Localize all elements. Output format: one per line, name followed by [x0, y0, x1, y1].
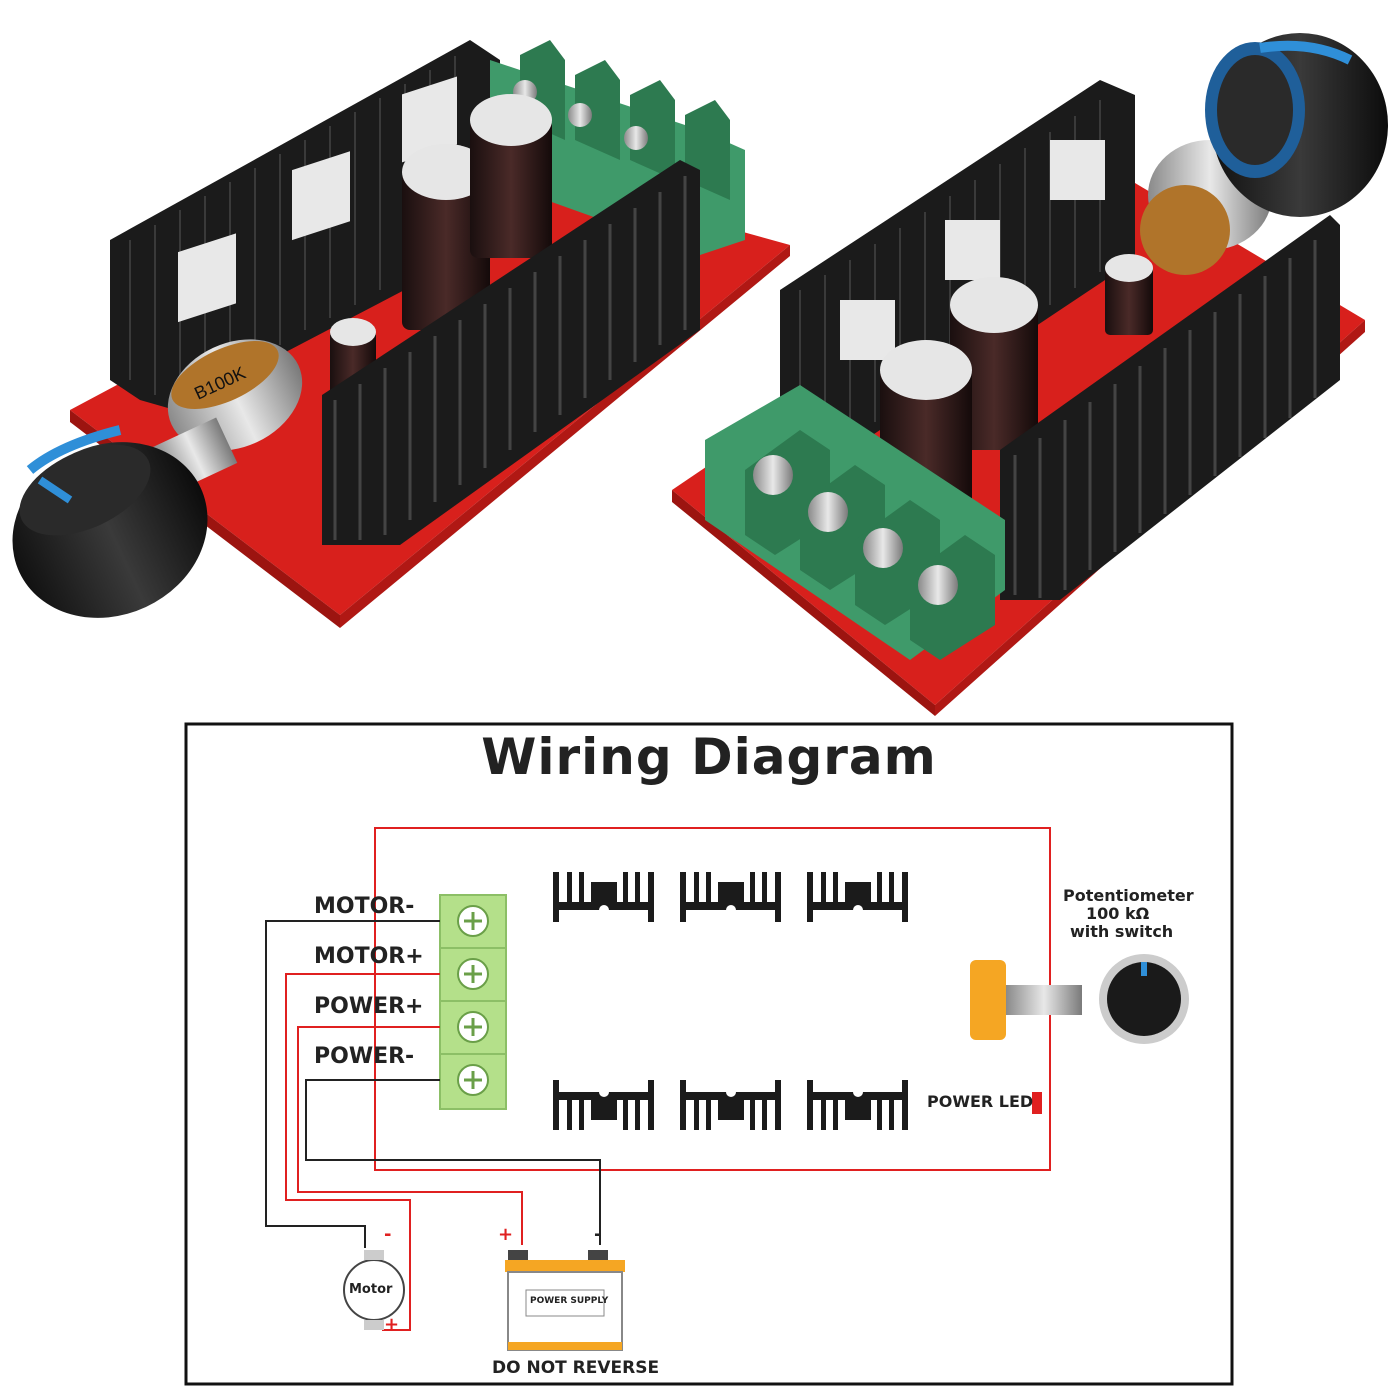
wire-power-minus	[305, 1079, 601, 1245]
motor-label: Motor	[349, 1282, 393, 1297]
motor-plus-sign: +	[384, 1314, 400, 1335]
potentiometer-label-line2: 100 kΩ	[1086, 904, 1150, 923]
do-not-reverse-warning: DO NOT REVERSE	[492, 1358, 660, 1378]
wire-motor-minus	[265, 920, 440, 1248]
left-back-heatsinks	[110, 40, 500, 410]
right-terminal-block	[705, 385, 1005, 660]
power-supply-plus-sign: +	[498, 1224, 514, 1245]
right-knob	[1205, 33, 1388, 217]
motor-minus-sign: -	[384, 1224, 392, 1245]
bottom-heatsink-symbols	[553, 1080, 908, 1130]
terminal-label-motor-plus: MOTOR+	[314, 944, 424, 969]
motor-symbol	[343, 1250, 405, 1330]
terminal-label-power-plus: POWER+	[314, 994, 424, 1019]
terminal-screw-4	[457, 1064, 489, 1096]
left-board-photo: B100K	[12, 40, 790, 628]
terminal-label-power-minus: POWER-	[314, 1044, 415, 1069]
right-board-photo	[672, 33, 1388, 716]
wires	[265, 920, 601, 1331]
power-supply-symbol	[505, 1250, 625, 1351]
left-knob	[12, 425, 208, 618]
terminal-screw-1	[457, 905, 489, 937]
power-led	[1032, 1092, 1042, 1114]
left-capacitors	[330, 94, 552, 400]
wire-power-plus	[297, 1026, 523, 1245]
potentiometer-label-line1: Potentiometer	[1063, 886, 1194, 905]
terminal-label-motor-minus: MOTOR-	[314, 894, 415, 919]
right-front-heatsink	[1000, 215, 1340, 600]
potentiometer-label-line3: with switch	[1070, 922, 1174, 941]
power-supply-label: POWER SUPPLY	[530, 1296, 609, 1306]
terminal-screw-2	[457, 958, 489, 990]
wire-motor-plus	[285, 973, 440, 1331]
power-supply-minus-sign: -	[594, 1224, 602, 1245]
terminal-screw-3	[457, 1011, 489, 1043]
wiring-diagram	[184, 722, 1234, 1386]
power-led-label: POWER LED	[927, 1092, 1034, 1111]
diagram-title: Wiring Diagram	[481, 728, 937, 786]
left-front-heatsink	[322, 160, 700, 545]
top-heatsink-symbols	[553, 872, 908, 922]
product-photos: B100K	[12, 33, 1388, 716]
potentiometer-symbol	[970, 954, 1189, 1044]
terminal-block	[439, 894, 507, 1110]
